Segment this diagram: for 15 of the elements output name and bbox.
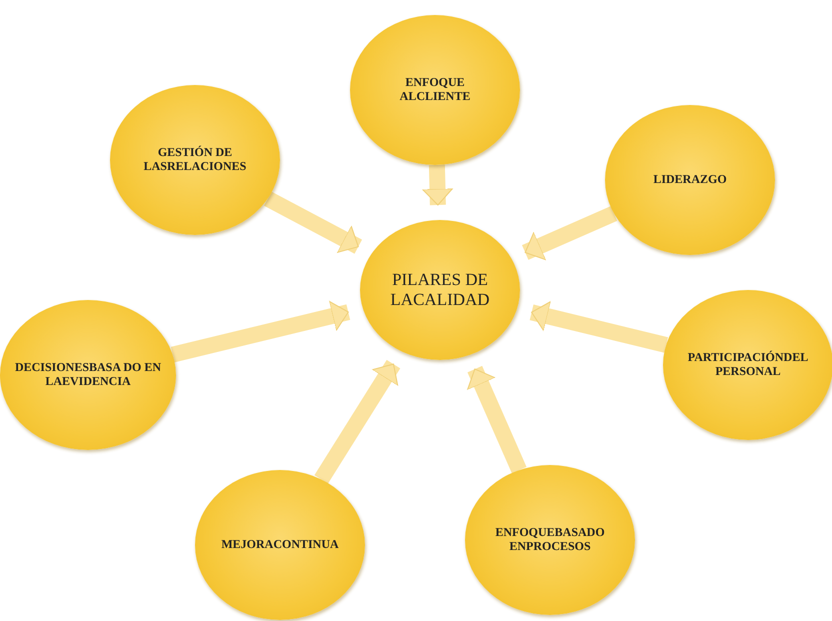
node-label: LIDERAZGO: [653, 173, 727, 187]
node-label: PARTICIPACIÓNDEL PERSONAL: [686, 351, 810, 379]
block-arrow: [467, 366, 527, 474]
block-arrow: [522, 206, 618, 260]
block-arrow: [264, 192, 362, 254]
node-label: ENFOQUE ALCLIENTE: [398, 76, 472, 104]
node-label: PILARES DE LACALIDAD: [389, 270, 491, 310]
block-arrow: [530, 301, 668, 353]
node-label: MEJORACONTINUA: [221, 538, 339, 552]
block-arrow: [314, 360, 400, 484]
block-arrow: [422, 164, 453, 206]
node-label: ENFOQUEBASADO ENPROCESOS: [494, 526, 606, 554]
node-label: GESTIÓN DE LASRELACIONES: [142, 146, 248, 174]
block-arrow: [170, 300, 350, 362]
node-label: DECISIONESBASA DO EN LAEVIDENCIA: [14, 361, 162, 389]
